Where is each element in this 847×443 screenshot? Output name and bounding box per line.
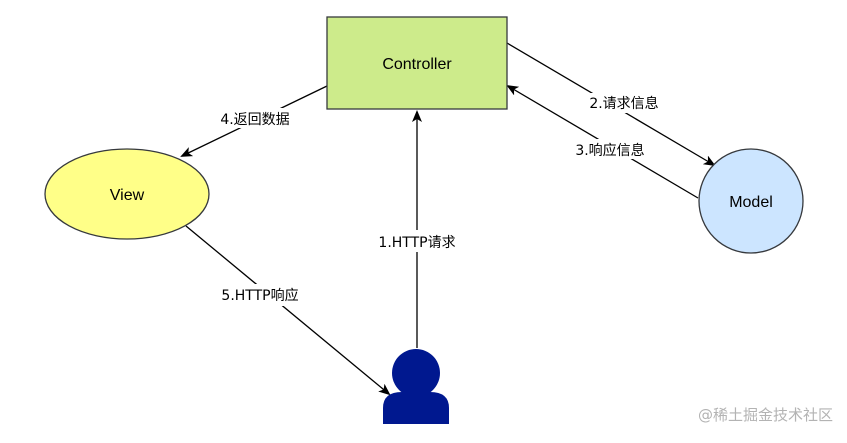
svg-text:2.请求信息: 2.请求信息 bbox=[589, 95, 658, 112]
user-icon bbox=[383, 349, 449, 424]
edge-label-return-data: 4.返回数据 bbox=[211, 108, 301, 128]
view-ellipse bbox=[44, 148, 210, 240]
svg-text:1.HTTP请求: 1.HTTP请求 bbox=[378, 235, 455, 251]
model-circle bbox=[698, 148, 804, 254]
controller-label: Controller bbox=[382, 56, 452, 73]
edge-label-http-response: 5.HTTP响应 bbox=[212, 284, 308, 306]
svg-text:5.HTTP响应: 5.HTTP响应 bbox=[221, 287, 298, 304]
controller-box bbox=[326, 16, 508, 110]
edge-label-request-info: 2.请求信息 bbox=[582, 93, 666, 113]
edge-label-response-info: 3.响应信息 bbox=[566, 139, 656, 159]
watermark: @稀土掘金技术社区 bbox=[698, 406, 833, 424]
edge-http-response bbox=[185, 225, 391, 396]
view-node: View bbox=[44, 148, 210, 240]
controller-node: Controller bbox=[326, 16, 508, 110]
model-label: Model bbox=[729, 194, 773, 211]
model-node: Model bbox=[698, 148, 804, 254]
svg-text:4.返回数据: 4.返回数据 bbox=[220, 112, 289, 128]
view-label: View bbox=[110, 187, 145, 204]
svg-text:3.响应信息: 3.响应信息 bbox=[575, 142, 644, 159]
edge-label-http-request: 1.HTTP请求 bbox=[369, 230, 465, 252]
